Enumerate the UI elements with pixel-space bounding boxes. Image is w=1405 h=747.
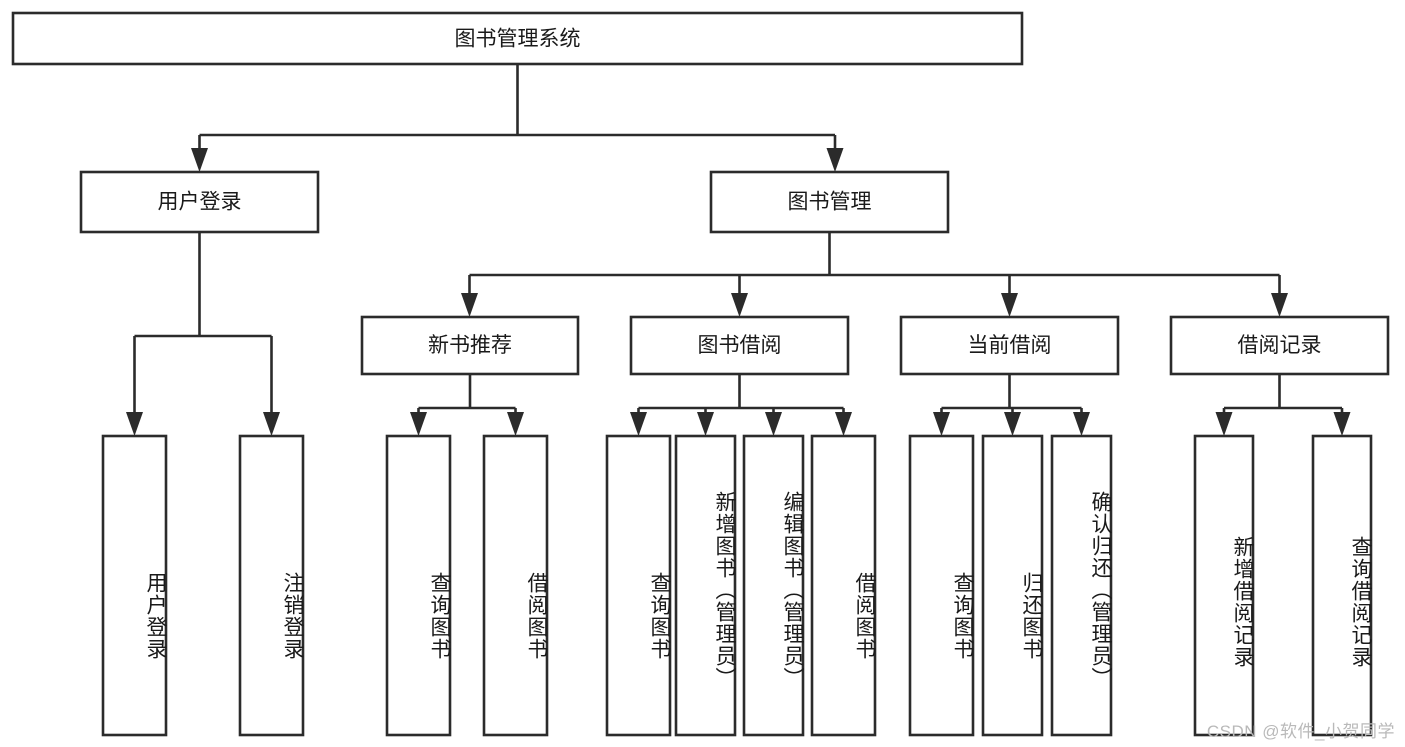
node-root[interactable]: 图书管理系统 [11,11,1024,66]
leaf-box-query-book-rec[interactable] [385,434,452,737]
arrowhead-to-user-login [191,148,208,172]
node-new-book-recommend-label: 新书推荐 [428,334,512,357]
node-borrow-record[interactable]: 借阅记录 [1169,315,1390,376]
node-new-book-recommend-box [360,315,580,376]
node-user-login-label: 用户登录 [158,191,242,214]
node-current-borrow[interactable]: 当前借阅 [899,315,1120,376]
arrowhead-to-book-management [826,148,844,172]
node-root-box [11,11,1024,66]
node-book-management[interactable]: 图书管理 [709,170,950,234]
connector-book-management-to-level3 [461,232,1288,317]
node-book-borrow[interactable]: 图书借阅 [629,315,850,376]
connector-user-login-to-leaves [126,232,280,436]
node-user-login[interactable]: 用户登录 [79,170,320,234]
node-root-label: 图书管理系统 [455,28,581,51]
node-book-management-label: 图书管理 [788,191,872,214]
node-current-borrow-label: 当前借阅 [968,334,1052,357]
connector-new-book-recommend-to-leaves [410,374,524,436]
node-new-book-recommend[interactable]: 新书推荐 [360,315,580,376]
leaf-box-query-borrow-record[interactable] [1311,434,1373,737]
leaf-box-query-book-current[interactable] [908,434,975,737]
leaf-box-confirm-return-admin[interactable] [1050,434,1113,737]
connector-current-borrow-to-leaves [933,374,1090,436]
node-book-borrow-label: 图书借阅 [698,334,782,357]
leaf-box-add-borrow-record[interactable] [1193,434,1255,737]
node-current-borrow-box [899,315,1120,376]
connector-borrow-record-to-leaves [1215,374,1351,436]
leaf-box-logout[interactable] [238,434,305,737]
leaf-box-add-book-admin[interactable] [674,434,737,737]
connector-root-to-level2 [191,64,844,172]
csdn-watermark: CSDN @软件_小贺同学 [1206,722,1395,741]
leaf-box-borrow-book-rec[interactable] [482,434,549,737]
connector-book-borrow-to-leaves [630,374,852,436]
leaf-box-edit-book-admin[interactable] [742,434,805,737]
leaf-boxes [101,434,1373,737]
leaf-box-borrow-book[interactable] [810,434,877,737]
leaf-box-user-login[interactable] [101,434,168,737]
node-user-login-box [79,170,320,234]
leaf-box-return-book[interactable] [981,434,1044,737]
node-borrow-record-label: 借阅记录 [1238,334,1322,357]
leaf-box-query-book-borrow[interactable] [605,434,672,737]
